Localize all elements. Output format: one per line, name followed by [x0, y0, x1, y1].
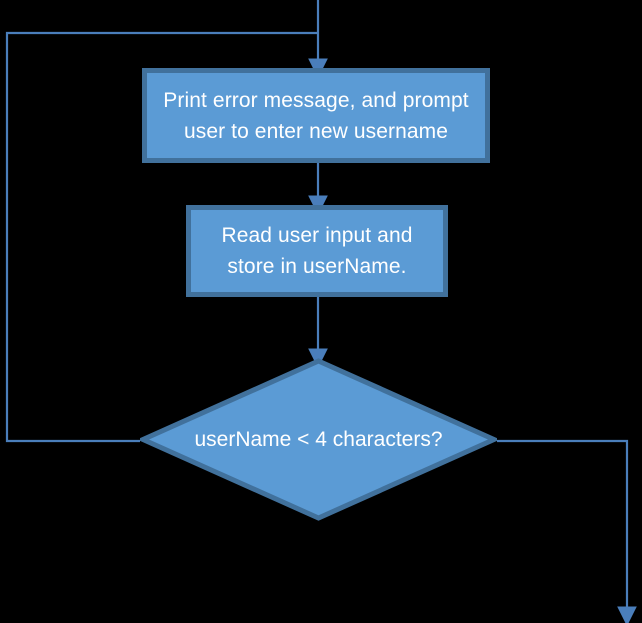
process-node-print-error-label: Print error message, and prompt user to …: [163, 88, 469, 143]
connector-decision-left-loopback: [5, 31, 318, 443]
decision-node-username-check[interactable]: userName < 4 characters?: [140, 358, 497, 521]
process-node-print-error[interactable]: Print error message, and prompt user to …: [142, 68, 490, 163]
decision-diamond-shape: [140, 358, 497, 521]
process-node-read-input-label: Read user input and store in userName.: [221, 224, 413, 278]
connector-decision-right-exit: [497, 439, 637, 623]
process-node-read-input[interactable]: Read user input and store in userName.: [186, 205, 448, 297]
